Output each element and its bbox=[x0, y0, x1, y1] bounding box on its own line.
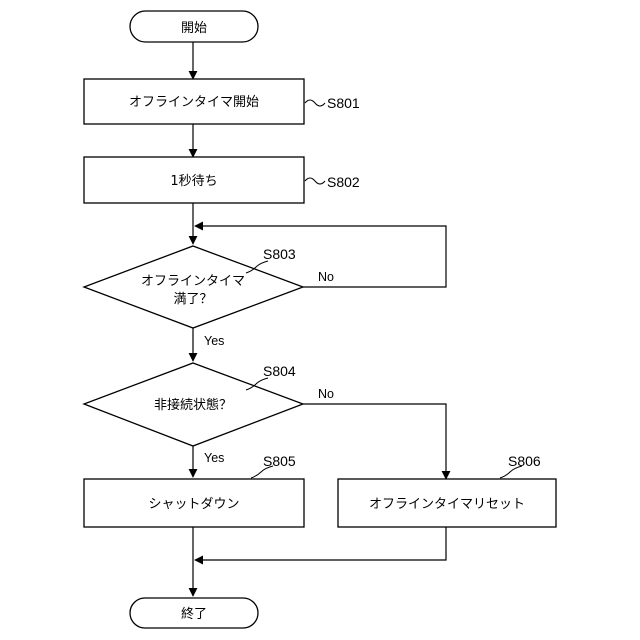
step-id-s802: S802 bbox=[327, 174, 360, 190]
process-s806-label: オフラインタイマリセット bbox=[369, 497, 525, 512]
process-s801-label: オフラインタイマ開始 bbox=[129, 95, 259, 110]
process-s802-label: 1秒待ち bbox=[170, 174, 217, 189]
connector-s804-no-s806 bbox=[303, 404, 446, 479]
branch-label-s804-yes: Yes bbox=[204, 451, 224, 465]
connector-s806-merge bbox=[195, 527, 446, 560]
end-terminal: 終了 bbox=[130, 598, 258, 628]
step-id-s806: S806 bbox=[508, 453, 541, 469]
branch-label-s803-no: No bbox=[318, 270, 334, 284]
step-id-leader-s801 bbox=[305, 100, 325, 106]
process-s806: オフラインタイマリセット bbox=[338, 479, 556, 527]
branch-label-s803-yes: Yes bbox=[204, 334, 224, 348]
start-terminal: 開始 bbox=[130, 11, 258, 42]
process-s801: オフラインタイマ開始 bbox=[84, 79, 304, 124]
decision-s804-label: 非接続状態？ bbox=[154, 397, 232, 413]
process-s802: 1秒待ち bbox=[84, 157, 304, 203]
step-id-s805: S805 bbox=[263, 453, 296, 469]
step-id-s801: S801 bbox=[327, 95, 360, 111]
branch-label-s804-no: No bbox=[318, 387, 334, 401]
end-label: 終了 bbox=[181, 606, 207, 622]
decision-s803-label-line2: 満了？ bbox=[173, 292, 212, 307]
step-id-leader-s802 bbox=[305, 178, 325, 184]
decision-s803-label-line1: オフラインタイマ bbox=[141, 274, 245, 289]
step-id-s804: S804 bbox=[263, 363, 296, 379]
step-id-s803: S803 bbox=[263, 246, 296, 262]
start-label: 開始 bbox=[181, 21, 207, 36]
process-s805-label: シャットダウン bbox=[148, 497, 239, 512]
process-s805: シャットダウン bbox=[84, 479, 304, 527]
